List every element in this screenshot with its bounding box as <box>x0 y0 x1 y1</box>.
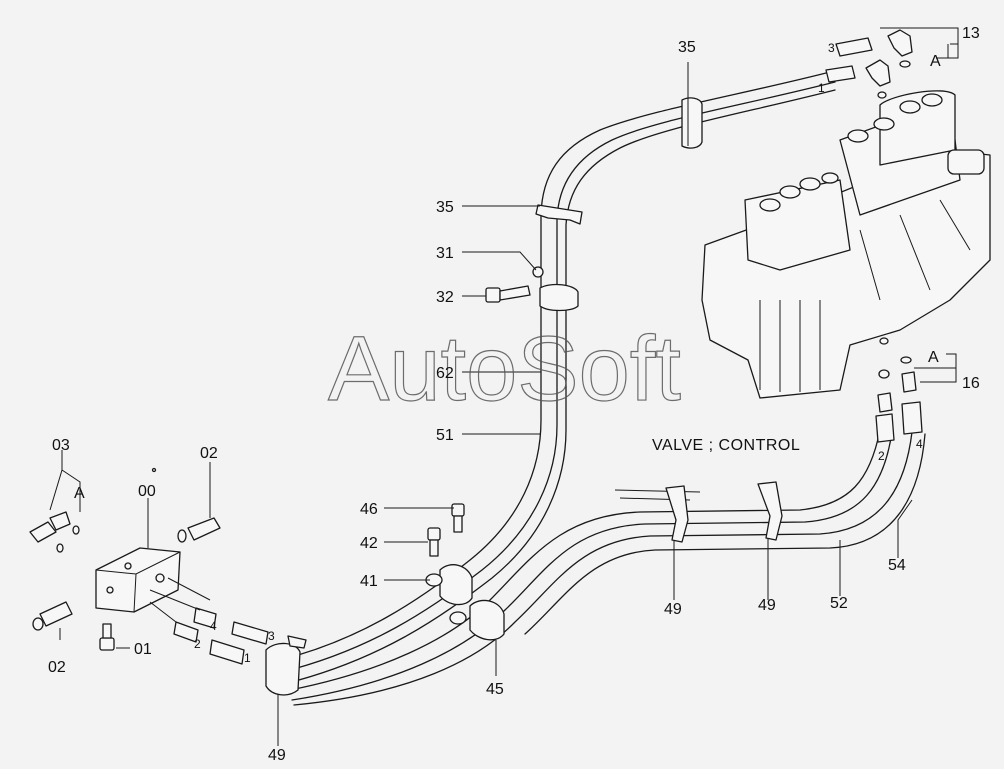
hose-number-left-1: 1 <box>244 651 251 665</box>
detail-mark-a-left: A <box>74 485 85 502</box>
callout-00: 00 <box>138 483 156 500</box>
callout-03: 03 <box>52 437 70 454</box>
caption: VALVE ; CONTROL <box>652 437 800 454</box>
detail-mark-a-top: A <box>930 53 941 70</box>
leader-lines <box>49 27 959 746</box>
lower-hose-ends <box>149 577 269 665</box>
callout-45: 45 <box>486 681 504 698</box>
fittings-16 <box>875 337 923 443</box>
hose-bundle-52 <box>289 429 926 706</box>
bolt-46 <box>451 503 465 533</box>
fittings-13 <box>825 29 913 99</box>
hose-number-left-3: 3 <box>268 629 275 643</box>
callout-62: 62 <box>436 365 454 382</box>
bolt-32 <box>485 285 531 303</box>
hose-number-top-3: 3 <box>828 41 835 55</box>
clamp-49-a <box>665 485 689 543</box>
callout-46: 46 <box>360 501 378 518</box>
hose-number-left-2: 2 <box>194 637 201 651</box>
clamp-49-c <box>265 635 307 696</box>
callout-35-mid: 35 <box>436 199 454 216</box>
fittings-02-03 <box>29 511 221 651</box>
clamp-35-top <box>681 97 703 149</box>
callout-32: 32 <box>436 289 454 306</box>
hose-number-right-4: 4 <box>916 437 923 451</box>
control-valve <box>701 90 991 399</box>
hose-number-top-1: 1 <box>818 81 825 95</box>
reference-dot <box>151 467 157 473</box>
watermark: AutoSoft <box>328 318 681 420</box>
callout-13: 13 <box>962 25 980 42</box>
clamp-31 <box>532 266 579 312</box>
callout-49-b: 49 <box>758 597 776 614</box>
callout-01: 01 <box>134 641 152 658</box>
manifold-block-00 <box>95 547 181 613</box>
callout-42: 42 <box>360 535 378 552</box>
callout-35-top: 35 <box>678 39 696 56</box>
callout-16: 16 <box>962 375 980 392</box>
callout-49-a: 49 <box>664 601 682 618</box>
hose-bundle-51 <box>279 71 836 685</box>
hose-number-right-2: 2 <box>878 449 885 463</box>
callout-51: 51 <box>436 427 454 444</box>
callout-52: 52 <box>830 595 848 612</box>
clamp-41-45 <box>425 564 505 641</box>
callout-31: 31 <box>436 245 454 262</box>
detail-mark-a-bottom: A <box>928 349 939 366</box>
clamp-35-mid <box>535 204 583 225</box>
callout-54: 54 <box>888 557 906 574</box>
callout-49-c: 49 <box>268 747 286 764</box>
callout-02-bottom: 02 <box>48 659 66 676</box>
clamp-49-b <box>757 481 783 541</box>
bolt-42 <box>427 527 441 557</box>
callout-41: 41 <box>360 573 378 590</box>
hose-number-left-4: 4 <box>210 619 217 633</box>
callout-02-top: 02 <box>200 445 218 462</box>
